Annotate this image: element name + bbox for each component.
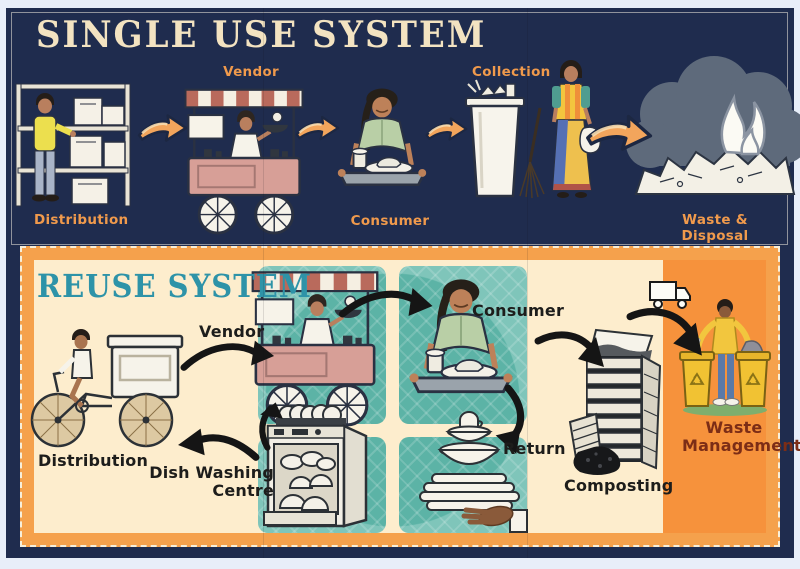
vendor-cart-illustration-single bbox=[184, 88, 304, 235]
label-vendor-single: Vendor bbox=[223, 64, 279, 80]
trike-wheels bbox=[30, 392, 174, 448]
recycle-bin-left bbox=[679, 351, 715, 407]
dishwasher-illustration bbox=[263, 404, 368, 528]
recycle-bin-right bbox=[735, 351, 771, 407]
counter-items bbox=[272, 335, 362, 345]
label-collection-single: Collection bbox=[472, 64, 551, 80]
waste-disposal-illustration bbox=[626, 56, 800, 195]
collection-scene-illustration bbox=[465, 60, 602, 199]
recycle-icon bbox=[689, 372, 705, 385]
fire-flames bbox=[720, 93, 766, 156]
cart-wheels bbox=[197, 194, 295, 235]
label-distribution-reuse: Distribution bbox=[38, 451, 149, 470]
cart-body bbox=[254, 343, 376, 386]
flow-arrow-collection-to-disposal bbox=[586, 114, 653, 151]
label-dish-washing-centre: Dish Washing Centre bbox=[149, 463, 274, 501]
flow-arrow-consumer-to-collection bbox=[425, 117, 468, 141]
counter-items bbox=[204, 149, 288, 158]
cart-body bbox=[187, 156, 301, 197]
trash-pile bbox=[634, 146, 796, 195]
recycle-icon bbox=[745, 372, 761, 385]
truck-icon bbox=[649, 281, 691, 309]
shelf-rack bbox=[15, 83, 131, 207]
broom bbox=[519, 107, 545, 199]
reuse-arrow-consumer-to-composting bbox=[534, 331, 604, 367]
boxes bbox=[69, 97, 126, 205]
label-vendor-reuse: Vendor bbox=[199, 322, 265, 341]
trash-bin bbox=[465, 79, 525, 198]
flow-arrow-vendor-to-consumer bbox=[295, 115, 340, 141]
consumer-illustration-single bbox=[337, 88, 427, 186]
control-panel bbox=[274, 429, 321, 435]
reuse-arrow-composting-to-waste-management bbox=[626, 308, 702, 356]
reuse-arrow-dishwashing-to-distribution bbox=[178, 428, 260, 461]
serving-hand bbox=[461, 505, 528, 533]
composter-illustration bbox=[568, 328, 662, 475]
street-vendor bbox=[299, 294, 362, 347]
food-tray bbox=[409, 348, 513, 394]
lower-rack bbox=[263, 511, 337, 526]
label-return: Return bbox=[503, 439, 566, 458]
consumer-illustration-reuse bbox=[409, 279, 513, 394]
label-waste-management: Waste Management bbox=[682, 418, 800, 456]
street-vendor bbox=[229, 110, 288, 159]
label-waste-disposal-single: Waste & Disposal bbox=[681, 212, 749, 244]
compost-pile bbox=[573, 446, 621, 475]
food-tray bbox=[337, 147, 427, 186]
distribution-shelf-illustration bbox=[15, 83, 131, 207]
reuse-arrow-vendor-to-consumer bbox=[339, 288, 433, 318]
rider bbox=[58, 329, 94, 413]
top-dish-rack bbox=[276, 404, 346, 426]
label-composting: Composting bbox=[564, 476, 674, 495]
label-consumer-reuse: Consumer bbox=[472, 301, 565, 320]
flow-arrow-distribution-to-vendor bbox=[137, 114, 188, 142]
cart-signboard bbox=[187, 114, 225, 140]
dish-stack bbox=[419, 411, 520, 511]
tossed-food bbox=[271, 111, 283, 123]
warehouse-worker bbox=[32, 93, 76, 202]
return-dishes-illustration bbox=[419, 411, 528, 533]
cart-awning bbox=[184, 88, 304, 109]
reuse-title: REUSE SYSTEM bbox=[37, 268, 313, 305]
reuse-arrow-dishwashing-to-vendor bbox=[259, 402, 283, 451]
cart-signboard bbox=[254, 298, 295, 326]
waste-management-illustration bbox=[679, 299, 771, 416]
trash-scribbles bbox=[659, 165, 763, 188]
dishes-inside bbox=[278, 451, 336, 511]
reuse-arrow-consumer-to-return bbox=[495, 384, 525, 454]
reuse-arrow-distribution-to-vendor bbox=[180, 340, 275, 371]
distribution-trike-illustration bbox=[30, 329, 184, 448]
single-use-title: SINGLE USE SYSTEM bbox=[36, 14, 487, 57]
label-consumer-single: Consumer bbox=[350, 213, 430, 229]
cargo-box bbox=[106, 334, 184, 399]
cart-awning bbox=[251, 271, 379, 293]
label-distribution-single: Distribution bbox=[34, 212, 129, 228]
wok bbox=[262, 124, 288, 133]
